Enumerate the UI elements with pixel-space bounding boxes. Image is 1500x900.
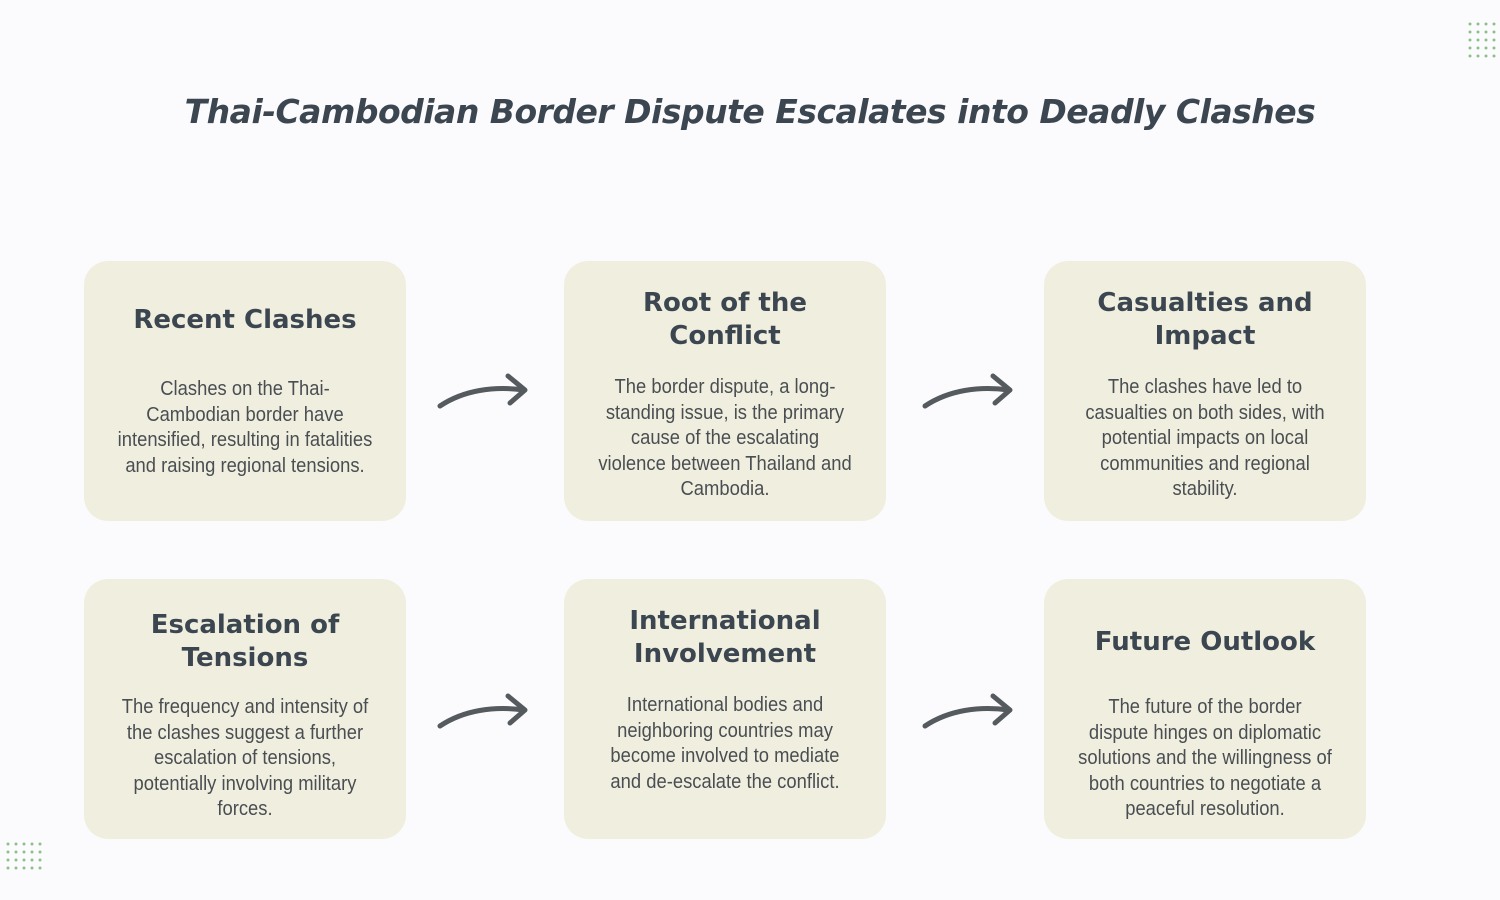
card-body: The future of the border dispute hinges … [1078,696,1332,820]
dot-grid-icon [1468,22,1496,58]
card-title: Future Outlook [1094,626,1316,657]
card-title: International Involvement [629,606,821,669]
card-casualties-and-impact: Casualties and Impact The clashes have l… [1044,261,1366,521]
curved-arrow-right-icon [437,693,528,729]
card-title: Casualties and Impact [1097,288,1313,351]
card-body: The clashes have led to casualties on bo… [1085,376,1325,500]
dot-grid-icon [6,842,42,870]
card-escalation-of-tensions: Escalation of Tensions The frequency and… [84,579,406,839]
card-recent-clashes: Recent Clashes Clashes on the Thai-Cambo… [84,261,406,521]
card-body: International bodies and neighboring cou… [610,694,840,793]
card-title: Escalation of Tensions [150,610,340,673]
card-title: Root of the Conflict [642,288,808,351]
card-root-of-conflict: Root of the Conflict The border dispute,… [564,261,886,521]
card-body: Clashes on the Thai-Cambodian border hav… [117,378,373,477]
card-international-involvement: International Involvement International … [564,579,886,839]
card-title: Recent Clashes [133,304,357,335]
curved-arrow-right-icon [922,693,1013,729]
card-body: The frequency and intensity of the clash… [121,696,369,820]
card-body: The border dispute, a long-standing issu… [598,376,852,500]
page-title: Thai-Cambodian Border Dispute Escalates … [184,92,1316,131]
curved-arrow-right-icon [437,373,528,409]
card-future-outlook: Future Outlook The future of the border … [1044,579,1366,839]
curved-arrow-right-icon [922,373,1013,409]
